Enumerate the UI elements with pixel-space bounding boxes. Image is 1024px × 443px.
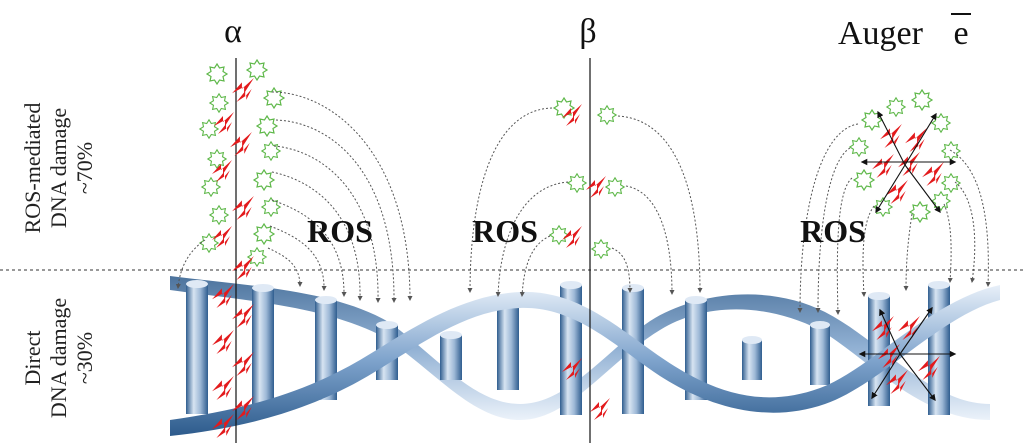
base-pair — [440, 335, 462, 380]
upper-region-label: ROS-mediated DNA damage ~70% — [20, 103, 97, 234]
ros-label-beta: ROS — [472, 213, 538, 249]
base-pair — [186, 284, 208, 414]
base-pair-top — [252, 284, 274, 292]
alpha-label: α — [224, 13, 242, 50]
auger-ros-cluster — [849, 89, 961, 223]
dna-back-strand — [170, 276, 990, 420]
base-pair — [742, 340, 762, 380]
upper-label-line1: ROS-mediated — [20, 103, 45, 234]
lower-label-line1: Direct — [20, 331, 45, 386]
base-pair — [315, 300, 337, 400]
upper-label-line3: ~70% — [72, 142, 97, 194]
electron-label: e — [953, 15, 968, 52]
lower-label-line2: DNA damage — [46, 298, 71, 418]
dna-front-strand — [170, 285, 1000, 436]
base-pair — [685, 300, 707, 400]
lower-region-label: Direct DNA damage ~30% — [20, 298, 97, 418]
beta-ros-arrows — [467, 107, 703, 297]
base-pair-top — [928, 281, 950, 289]
beta-label: β — [579, 13, 596, 50]
base-pair-top — [440, 331, 462, 339]
base-pair-top — [186, 280, 208, 288]
base-pair-top — [560, 281, 582, 289]
base-pair-top — [685, 296, 707, 304]
base-pair — [252, 288, 274, 414]
base-pair-top — [742, 336, 762, 344]
auger-upper-emission-arrows — [860, 110, 957, 214]
auger-upper-strikes — [872, 124, 944, 204]
base-pair-top — [315, 296, 337, 304]
ros-label-alpha: ROS — [307, 213, 373, 249]
alpha-ros-arrows — [175, 91, 413, 303]
dna-helix — [170, 276, 1000, 436]
base-pair-top — [376, 321, 398, 329]
base-pair-top — [622, 284, 644, 292]
auger-label: Auger — [838, 15, 924, 52]
ros-label-auger: ROS — [800, 213, 866, 249]
lower-label-line3: ~30% — [72, 332, 97, 384]
beta-ros-cluster — [549, 97, 625, 259]
alpha-ros-cluster — [199, 59, 285, 267]
electron-symbol: e — [951, 13, 971, 52]
base-pair — [810, 325, 830, 385]
base-pair-top — [868, 292, 890, 300]
auger-ros-arrows — [797, 123, 991, 315]
base-pair — [497, 300, 519, 390]
auger-lower-emission-arrows — [858, 306, 957, 402]
alpha-strikes — [212, 78, 254, 438]
base-pair-top — [810, 321, 830, 329]
upper-label-line2: DNA damage — [46, 108, 71, 228]
